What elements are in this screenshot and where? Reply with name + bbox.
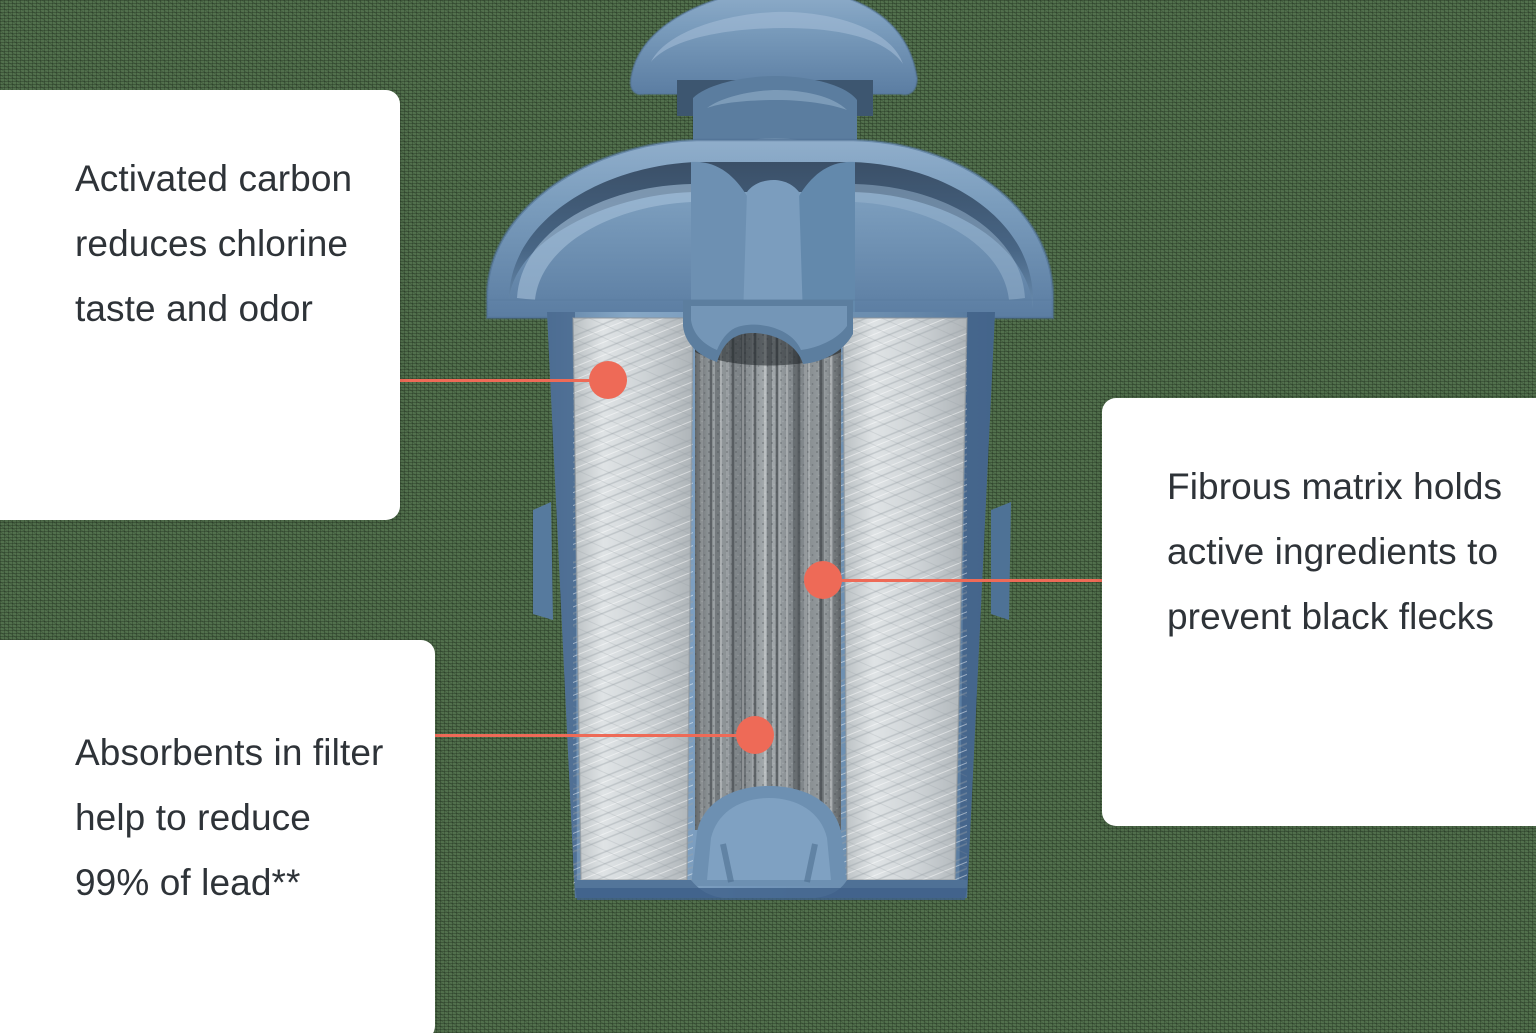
filter-cap-dome [629,0,919,96]
callout-card-lead-reduction[interactable]: Absorbents in filter help to reduce 99% … [0,640,435,1033]
callout-text-lead-reduction: Absorbents in filter help to reduce 99% … [75,732,384,903]
water-filter-illustration [455,0,1075,930]
connector-dot-fibrous [804,561,842,599]
callout-card-activated-carbon[interactable]: Activated carbon reduces chlorine taste … [0,90,400,520]
pleated-carbon-core [695,300,841,830]
connector-line-fibrous [823,579,1108,582]
filter-inner-collar [683,300,853,364]
filter-upper-flange [485,138,1055,320]
fibrous-pad-right [841,317,968,890]
connector-dot-lead [736,716,774,754]
callout-card-fibrous-matrix[interactable]: Fibrous matrix holds active ingredients … [1102,398,1536,826]
connector-dot-carbon [589,361,627,399]
fibrous-pad-left [572,317,694,890]
callout-text-activated-carbon: Activated carbon reduces chlorine taste … [75,158,353,329]
connector-line-lead [433,734,760,737]
callout-text-fibrous-matrix: Fibrous matrix holds active ingredients … [1167,466,1503,637]
filter-base-nozzle [575,786,967,900]
connector-line-carbon [398,379,613,382]
